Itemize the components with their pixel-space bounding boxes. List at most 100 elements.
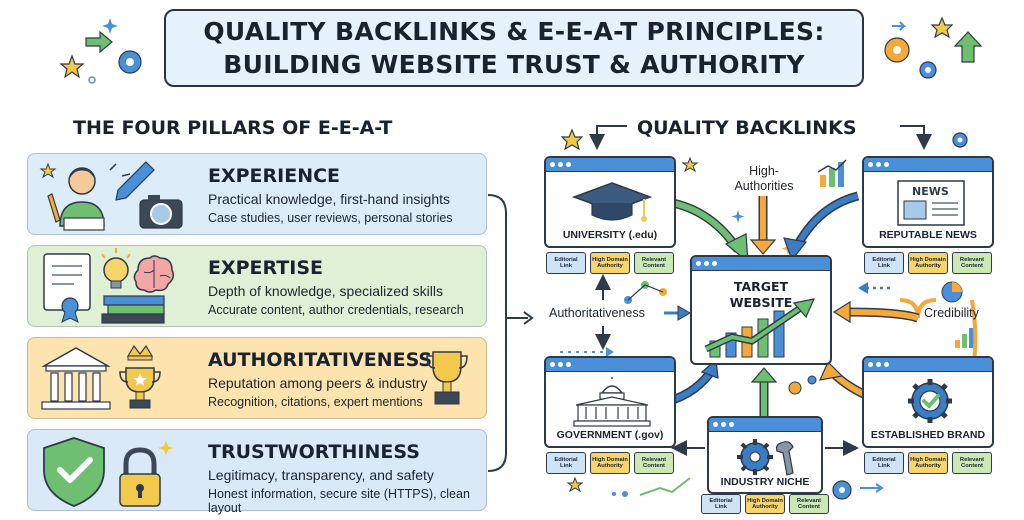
star-icon bbox=[566, 476, 584, 493]
crown-icon bbox=[126, 344, 154, 361]
source-government: GOVERNMENT (.gov) bbox=[544, 356, 676, 448]
pillar-examples: Recognition, citations, expert mentions bbox=[208, 395, 423, 409]
growth-chart-icon bbox=[704, 298, 816, 358]
target-website: TARGET WEBSITE bbox=[690, 255, 832, 365]
trend-line-icon bbox=[612, 477, 691, 497]
authoritativeness-illustration bbox=[41, 344, 161, 410]
certificate-icon bbox=[43, 253, 91, 323]
arrow-up-icon bbox=[953, 31, 983, 63]
tag-editorial: Editorial Link bbox=[546, 452, 586, 474]
tag-editorial: Editorial Link bbox=[864, 252, 904, 274]
gear-icon bbox=[807, 375, 817, 385]
tag-relevant: Relevant Content bbox=[789, 494, 829, 514]
gear-icon bbox=[118, 50, 142, 74]
pillar-authoritativeness: AUTHORITATIVENESS Reputation among peers… bbox=[27, 337, 487, 419]
pillar-description: Depth of knowledge, specialized skills bbox=[208, 283, 444, 299]
news-tags: Editorial Link High Domain Authority Rel… bbox=[864, 252, 992, 274]
credibility-label: Credibility bbox=[924, 306, 979, 320]
padlock-icon bbox=[119, 447, 161, 507]
pillar-examples: Case studies, user reviews, personal sto… bbox=[208, 211, 453, 225]
brain-icon bbox=[133, 255, 175, 293]
target-label-line-1: TARGET bbox=[733, 279, 789, 294]
pen-icon bbox=[115, 161, 155, 201]
pillar-title: EXPERTISE bbox=[208, 257, 324, 279]
source-industry-niche: INDUSTRY NICHE bbox=[707, 416, 823, 494]
source-news: NEWS REPUTABLE NEWS bbox=[862, 156, 994, 248]
government-tags: Editorial Link High Domain Authority Rel… bbox=[546, 452, 674, 474]
trustworthiness-illustration bbox=[43, 437, 174, 507]
trophy-icon bbox=[426, 351, 468, 405]
network-icon bbox=[624, 281, 667, 304]
backlinks-heading: QUALITY BACKLINKS bbox=[637, 117, 857, 139]
gear-icon bbox=[884, 37, 910, 63]
niche-tags: Editorial Link High Domain Authority Rel… bbox=[701, 494, 829, 514]
gear-check-icon bbox=[908, 379, 952, 423]
title-banner: QUALITY BACKLINKS & E-E-A-T PRINCIPLES: … bbox=[164, 9, 864, 87]
window-bar bbox=[692, 257, 830, 271]
gear-wrench-icon bbox=[737, 439, 794, 476]
source-label: INDUSTRY NICHE bbox=[720, 476, 810, 488]
pillar-title: AUTHORITATIVENESS bbox=[208, 349, 433, 371]
arrow-connector bbox=[900, 125, 932, 150]
sparkle-icon bbox=[102, 18, 118, 34]
gear-icon bbox=[952, 132, 968, 148]
experience-illustration bbox=[39, 161, 183, 231]
pillar-expertise: EXPERTISE Depth of knowledge, specialize… bbox=[27, 245, 487, 327]
authoritativeness-label: Authoritativeness bbox=[549, 306, 645, 320]
arrow-news-target bbox=[792, 191, 860, 251]
window-bar bbox=[546, 158, 674, 172]
shield-check-icon bbox=[43, 437, 105, 507]
window-bar bbox=[546, 358, 674, 372]
pie-chart-icon bbox=[941, 281, 963, 303]
expertise-illustration bbox=[43, 248, 175, 324]
institution-icon bbox=[41, 347, 111, 410]
tag-authority: High Domain Authority bbox=[745, 494, 785, 514]
target-label-line-2: WEBSITE bbox=[729, 295, 793, 310]
pen-icon bbox=[47, 193, 61, 223]
trophy-icon bbox=[119, 367, 161, 409]
arrow-right-icon bbox=[860, 483, 884, 493]
high-authorities-line-2: Authorities bbox=[734, 179, 794, 193]
star-icon bbox=[930, 16, 954, 39]
star-icon bbox=[560, 128, 584, 151]
source-label: GOVERNMENT (.gov) bbox=[556, 429, 664, 441]
pillars-heading: THE FOUR PILLARS OF E-E-A-T bbox=[73, 117, 393, 139]
pillar-description: Reputation among peers & industry bbox=[208, 375, 428, 391]
arrow-right-icon bbox=[892, 21, 907, 31]
gear-icon bbox=[832, 480, 852, 500]
pillar-title: TRUSTWORTHINESS bbox=[208, 441, 420, 463]
source-label: ESTABLISHED BRAND bbox=[870, 429, 986, 441]
title-line-2: BUILDING WEBSITE TRUST & AUTHORITY bbox=[223, 50, 805, 79]
pillar-description: Practical knowledge, first-hand insights bbox=[208, 191, 451, 207]
source-label: UNIVERSITY (.edu) bbox=[562, 229, 658, 241]
tag-authority: High Domain Authority bbox=[590, 452, 630, 474]
sparkle-icon bbox=[158, 440, 174, 456]
lightbulb-icon bbox=[101, 248, 131, 289]
source-label: REPUTABLE NEWS bbox=[879, 229, 977, 241]
pillar-trustworthiness: TRUSTWORTHINESS Legitimacy, transparency… bbox=[27, 429, 487, 515]
tag-editorial: Editorial Link bbox=[546, 252, 586, 274]
pillar-examples: Accurate content, author credentials, re… bbox=[208, 303, 464, 317]
pillar-experience: EXPERIENCE Practical knowledge, first-ha… bbox=[27, 153, 487, 235]
tag-authority: High Domain Authority bbox=[908, 252, 948, 274]
books-icon bbox=[101, 295, 165, 324]
pillar-description: Legitimacy, transparency, and safety bbox=[208, 467, 434, 483]
star-icon bbox=[681, 156, 699, 173]
person-writing-icon bbox=[59, 167, 105, 231]
star-icon bbox=[59, 54, 85, 79]
arrow-connector bbox=[589, 125, 627, 150]
tag-authority: High Domain Authority bbox=[908, 452, 948, 474]
bar-chart-icon bbox=[955, 328, 974, 348]
tag-relevant: Relevant Content bbox=[952, 252, 992, 274]
window-bar bbox=[864, 158, 992, 172]
bar-chart-icon bbox=[817, 159, 847, 187]
source-brand: ESTABLISHED BRAND bbox=[862, 356, 994, 448]
circle-icon bbox=[88, 76, 96, 84]
star-icon bbox=[39, 162, 57, 179]
brand-tags: Editorial Link High Domain Authority Rel… bbox=[864, 452, 992, 474]
arrow-right-icon bbox=[85, 30, 113, 54]
high-authorities-label: High- Authorities bbox=[729, 164, 799, 194]
window-bar bbox=[864, 358, 992, 372]
gear-icon bbox=[788, 381, 802, 395]
